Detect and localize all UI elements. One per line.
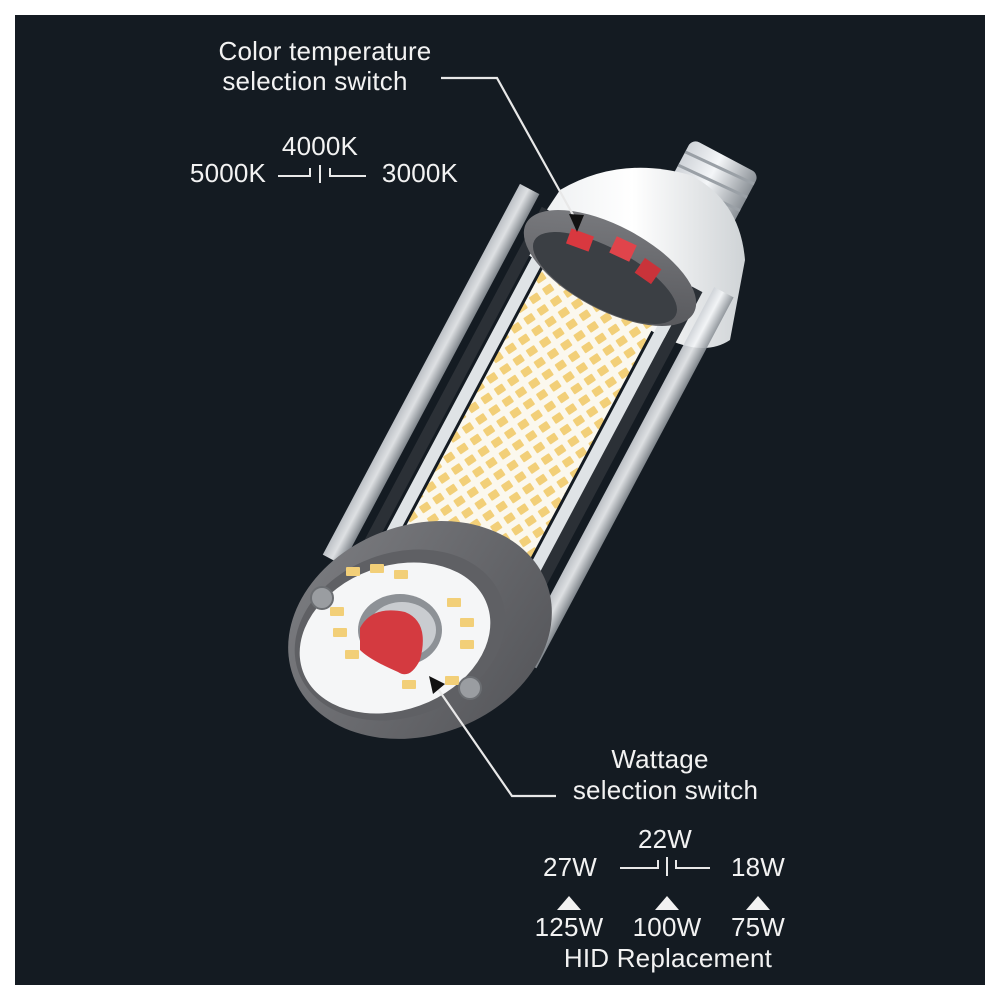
triangle-up-icon bbox=[557, 896, 581, 910]
hid-equivalent-right: 75W bbox=[730, 912, 786, 942]
wattage-switch bbox=[360, 610, 423, 675]
hid-equivalent-center: 100W bbox=[632, 912, 702, 942]
wattage-option-left: 27W bbox=[542, 852, 598, 882]
wattage-title-line1: Wattage bbox=[611, 744, 709, 774]
color-temp-option-right: 3000K bbox=[381, 158, 459, 188]
wattage-switch-symbol bbox=[620, 857, 710, 876]
wattage-option-right: 18W bbox=[730, 852, 786, 882]
color-temp-title-line1: Color temperature bbox=[218, 36, 432, 66]
wattage-option-center: 22W bbox=[637, 824, 693, 854]
triangle-up-icon bbox=[655, 896, 679, 910]
color-temp-title-line2: selection switch bbox=[222, 66, 408, 96]
color-temp-callout-line bbox=[441, 76, 578, 223]
hid-replacement-label: HID Replacement bbox=[563, 943, 773, 973]
color-temp-switch bbox=[565, 228, 662, 285]
arrowhead-icon bbox=[569, 214, 584, 232]
color-temp-option-left: 5000K bbox=[189, 158, 267, 188]
wattage-callout-line bbox=[435, 685, 556, 798]
triangle-up-icon bbox=[746, 896, 770, 910]
wattage-title-line2: selection switch bbox=[572, 775, 759, 805]
color-temp-switch-symbol bbox=[278, 165, 366, 183]
color-temp-option-center: 4000K bbox=[281, 131, 359, 161]
hid-equivalent-left: 125W bbox=[534, 912, 604, 942]
arrowhead-icon bbox=[429, 676, 445, 694]
end-cap bbox=[288, 521, 552, 739]
